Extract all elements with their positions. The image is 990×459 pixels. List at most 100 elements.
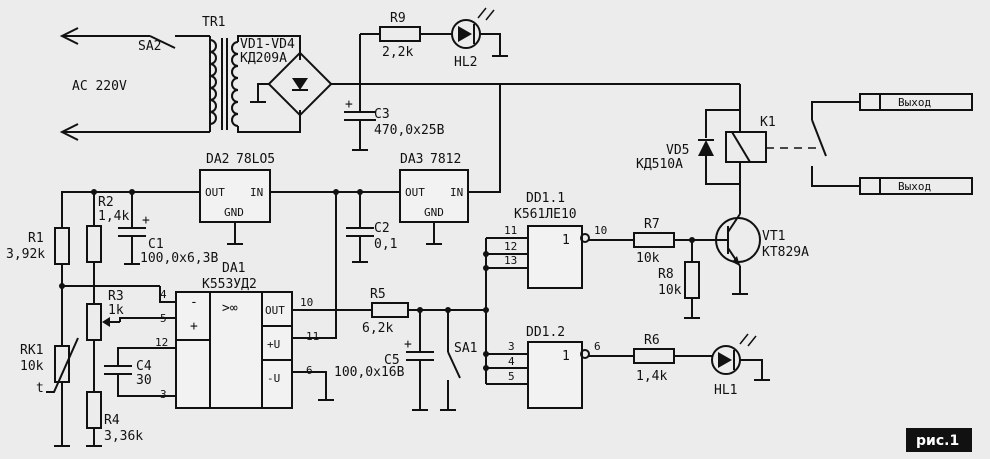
mains-label: AC 220V xyxy=(72,79,127,94)
da1-pin-4: 4 xyxy=(160,288,167,301)
da2-out: OUT xyxy=(205,186,225,199)
rk1-value: 10k xyxy=(20,359,44,374)
dd1-1-ref: DD1.1 xyxy=(526,191,565,206)
transistor-vt1: VT1 КТ829А xyxy=(715,213,809,295)
dd1-1-func: 1 xyxy=(562,233,570,248)
da2-in: IN xyxy=(250,186,263,199)
da3-type: 7812 xyxy=(430,152,461,167)
relay-k1: K1 xyxy=(725,115,818,163)
resistor-r1: R1 3,92k xyxy=(6,227,70,346)
sa1-ref: SA1 xyxy=(454,341,477,356)
c2-ref: C2 xyxy=(374,221,390,236)
c5-value: 100,0x16B xyxy=(334,365,405,380)
opamp-da1: - + >∞ OUT +U -U 4 5 12 3 10 11 6 DA1 К5… xyxy=(155,261,319,409)
r3-value: 1k xyxy=(108,303,124,318)
figure-label: рис.1 xyxy=(916,433,959,449)
output-2-label: Выход xyxy=(898,180,931,193)
c1-value: 100,0x6,3B xyxy=(140,251,218,266)
potentiometer-r3: R3 1k xyxy=(86,289,176,392)
capacitor-c1: + C1 100,0x6,3B xyxy=(118,192,218,266)
r5-ref: R5 xyxy=(370,287,386,302)
dd1-2-pin-6: 6 xyxy=(594,340,601,353)
wire-opamp-vpos xyxy=(292,192,337,339)
c2-value: 0,1 xyxy=(374,237,397,252)
tr1-label: TR1 xyxy=(202,15,225,30)
c3-value: 470,0x25B xyxy=(374,123,445,138)
r2-ref: R2 xyxy=(98,195,114,210)
output-terminal-2[interactable]: Выход xyxy=(859,177,973,195)
c4-ref: C4 xyxy=(136,359,152,374)
da1-type: К553УД2 xyxy=(202,277,257,292)
transformer-tr1: TR1 xyxy=(202,15,301,133)
r9-ref: R9 xyxy=(390,11,406,26)
bridge-vd1-vd4: VD1-VD4 КД209А xyxy=(240,37,740,117)
wire-da3-in xyxy=(468,84,501,193)
da3-in: IN xyxy=(450,186,463,199)
rk1-symbol: t xyxy=(36,381,44,396)
capacitor-c5: + C5 100,0x16B xyxy=(334,310,434,411)
da1-vpos: +U xyxy=(267,338,280,351)
regulator-da3: OUT IN GND DA3 7812 xyxy=(399,152,469,245)
mains-input: AC 220V xyxy=(59,27,210,141)
dd1-2-pin-5: 5 xyxy=(508,370,515,383)
r1-ref: R1 xyxy=(28,231,44,246)
thermistor-rk1: RK1 10k t xyxy=(20,337,79,447)
hl1-ref: HL1 xyxy=(714,383,737,398)
da1-out: OUT xyxy=(265,304,285,317)
dd1-1-type: К561ЛЕ10 xyxy=(514,207,577,222)
switch-sa2[interactable]: SA2 xyxy=(138,35,210,54)
r8-value: 10k xyxy=(658,283,682,298)
gate-dd1-2: 1 3 4 5 6 DD1.2 xyxy=(486,325,601,409)
r7-ref: R7 xyxy=(644,217,660,232)
bridge-ref: VD1-VD4 xyxy=(240,37,295,52)
r9-value: 2,2k xyxy=(382,45,413,60)
c5-plus: + xyxy=(404,337,412,352)
r5-value: 6,2k xyxy=(362,321,393,336)
led-hl1: HL1 xyxy=(711,333,770,398)
capacitor-c3: + C3 470,0x25B xyxy=(344,84,445,151)
wire-opamp-minus xyxy=(159,286,176,303)
da1-pin-6: 6 xyxy=(306,364,313,377)
resistor-r9: R9 2,2k xyxy=(359,11,452,84)
da3-gnd: GND xyxy=(424,206,444,219)
r8-ref: R8 xyxy=(658,267,674,282)
resistor-r5: R5 6,2k xyxy=(292,287,486,336)
output-terminal-1[interactable]: Выход xyxy=(859,93,973,111)
da1-gain: >∞ xyxy=(222,301,238,316)
da2-type: 78LO5 xyxy=(236,152,275,167)
regulator-da2: OUT IN GND DA2 78LO5 xyxy=(199,152,275,245)
da2-ref: DA2 xyxy=(206,152,229,167)
resistor-r4: R4 3,36k xyxy=(86,391,143,447)
led-hl2: HL2 xyxy=(451,7,508,70)
gate-dd1-1: 1 11 12 13 10 DD1.1 К561ЛЕ10 xyxy=(486,191,607,289)
dd1-1-pin-10: 10 xyxy=(594,224,607,237)
r4-ref: R4 xyxy=(104,413,120,428)
dd1-2-pin-4: 4 xyxy=(508,355,515,368)
hl2-ref: HL2 xyxy=(454,55,477,70)
output-1-label: Выход xyxy=(898,96,931,109)
da1-vneg: -U xyxy=(267,372,280,385)
da1-minus: - xyxy=(190,295,198,310)
vt1-type: КТ829А xyxy=(762,245,809,260)
da2-gnd: GND xyxy=(224,206,244,219)
da1-pin-3: 3 xyxy=(160,388,167,401)
da3-ref: DA3 xyxy=(400,152,423,167)
c1-plus: + xyxy=(142,213,150,228)
da1-pin-10: 10 xyxy=(300,296,313,309)
dd1-1-pin-11: 11 xyxy=(504,224,517,237)
switch-sa1[interactable]: SA1 xyxy=(440,310,477,411)
rk1-ref: RK1 xyxy=(20,343,43,358)
c5-ref: C5 xyxy=(384,353,400,368)
bridge-type: КД209А xyxy=(240,51,287,66)
r7-value: 10k xyxy=(636,251,660,266)
diode-vd5: VD5 КД510А xyxy=(636,109,740,185)
capacitor-c4: C4 30 xyxy=(104,347,176,397)
r3-ref: R3 xyxy=(108,289,124,304)
da1-pin-12: 12 xyxy=(155,336,168,349)
r2-value: 1,4k xyxy=(98,209,129,224)
r4-value: 3,36k xyxy=(104,429,143,444)
resistor-r7: R7 10k xyxy=(589,217,720,266)
resistor-r6: R6 1,4k xyxy=(589,333,712,384)
